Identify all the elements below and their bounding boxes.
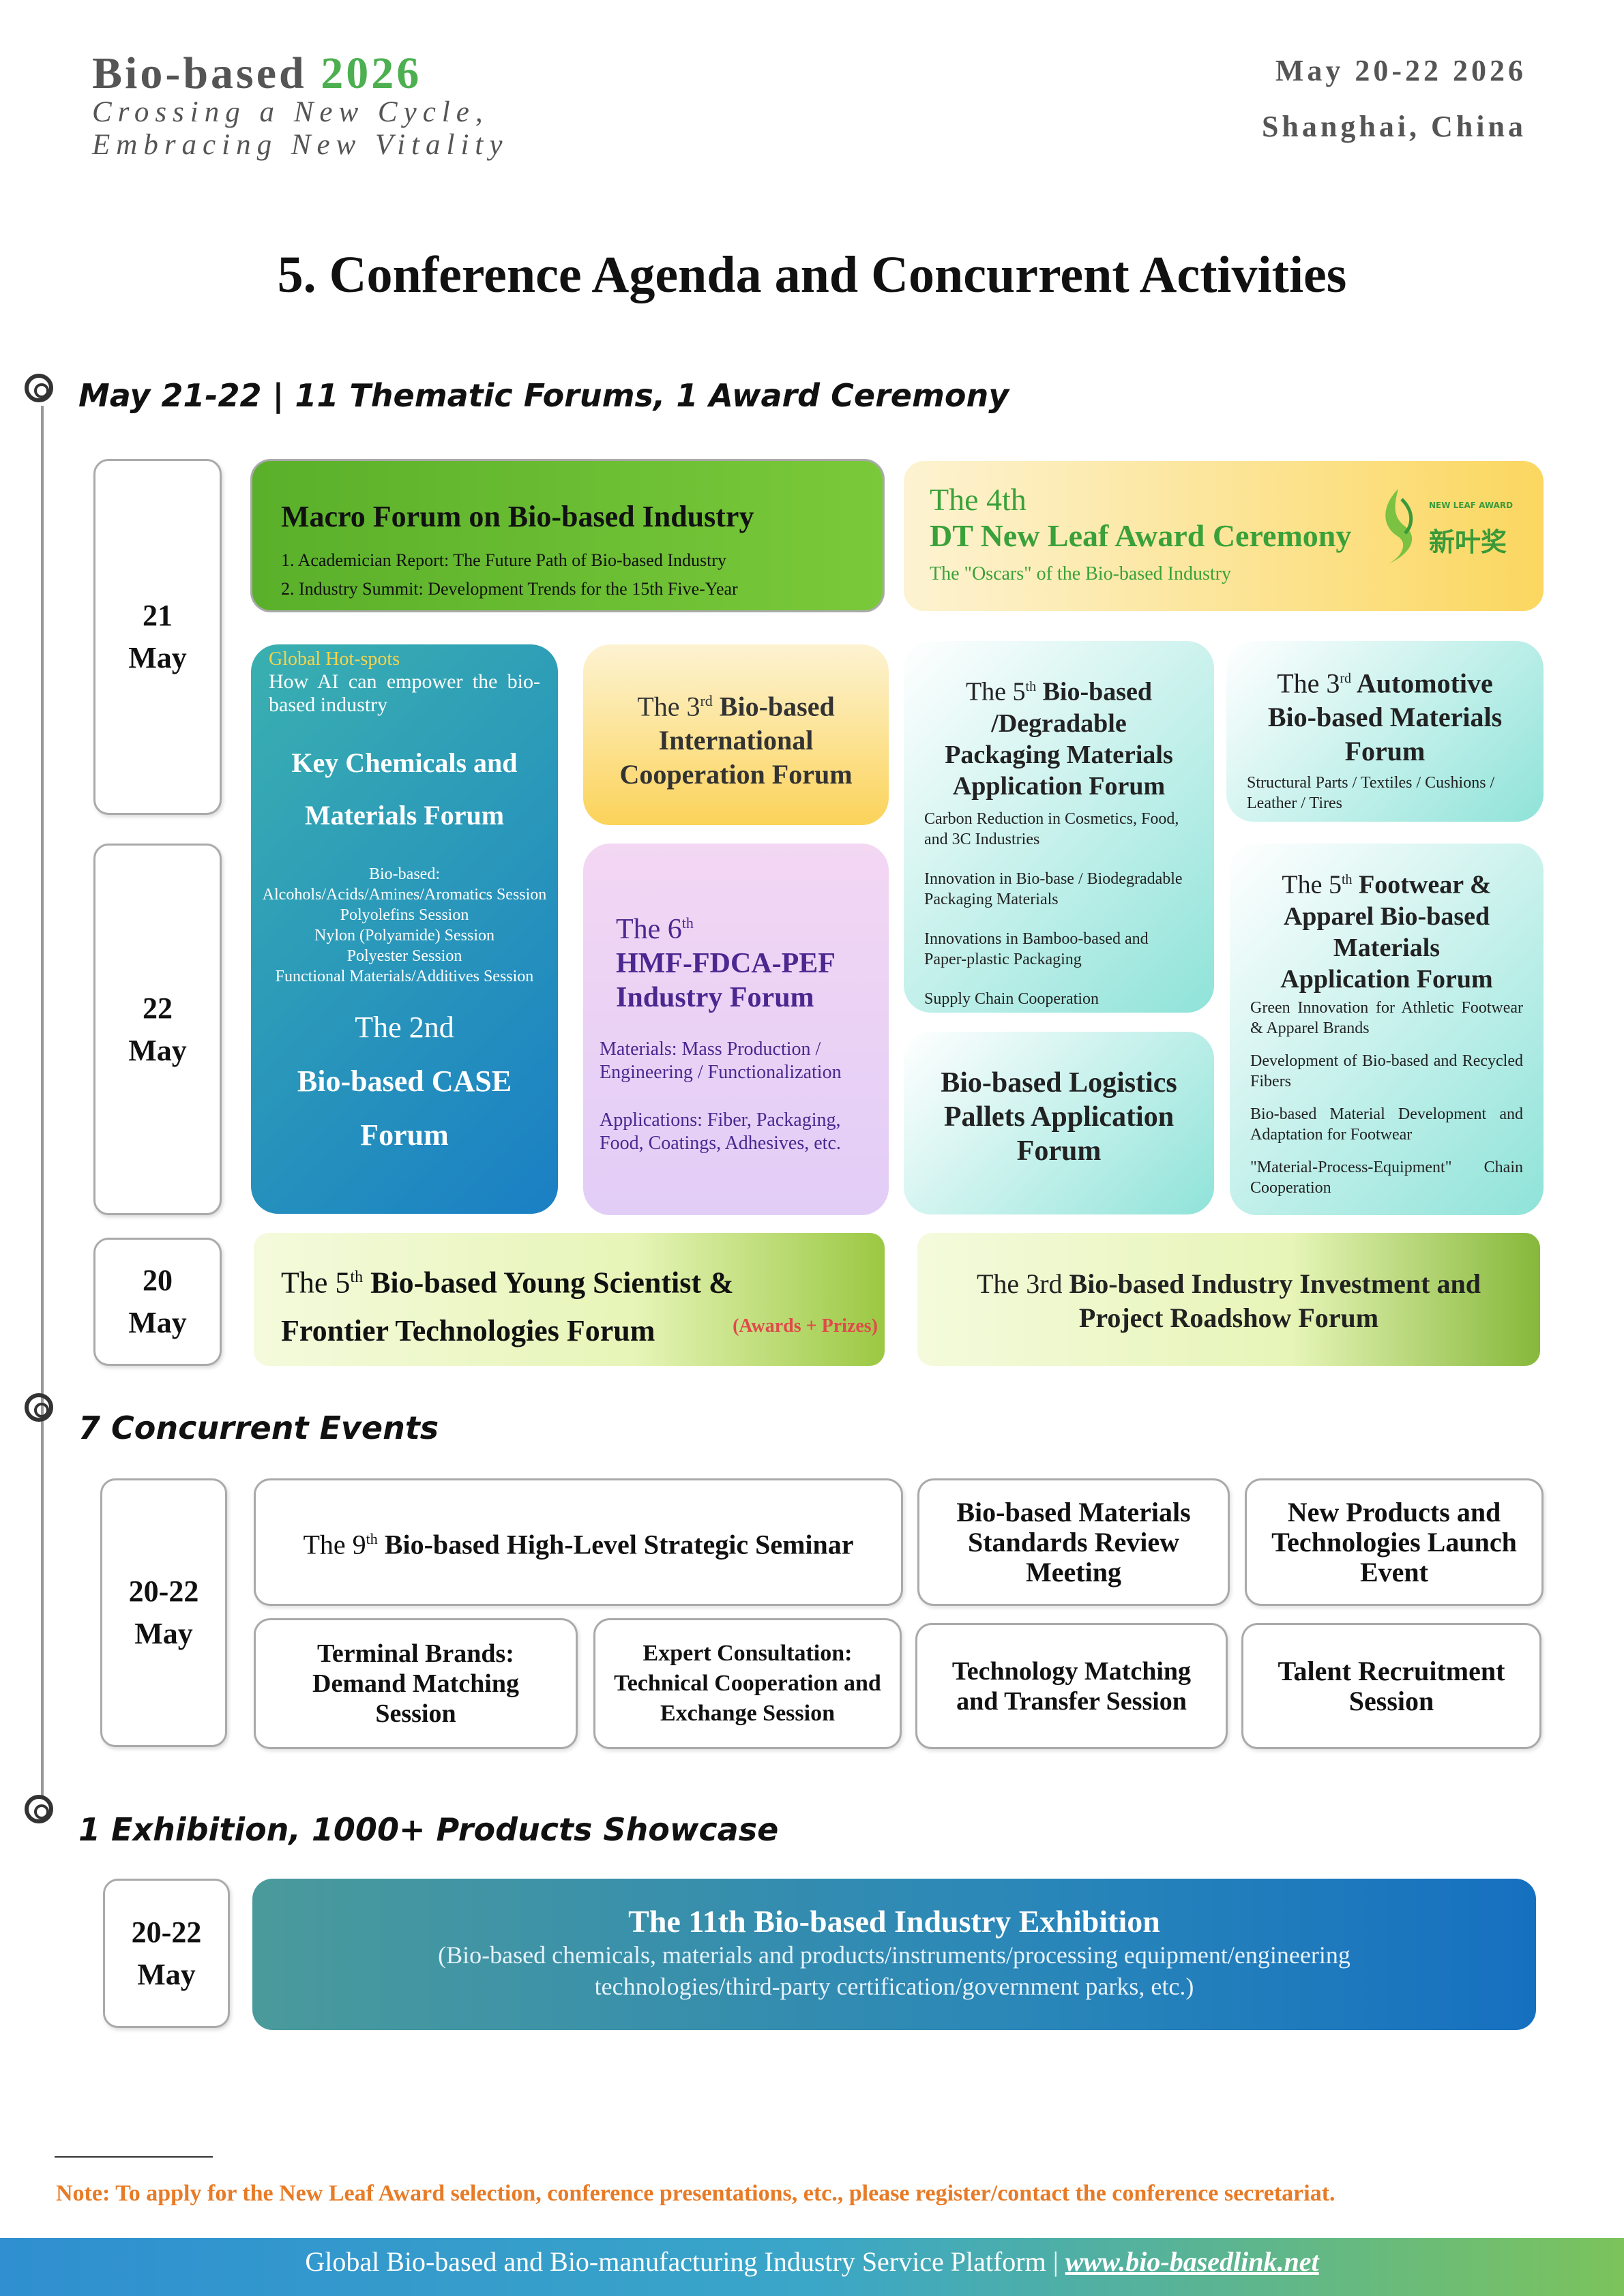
macro-forum[interactable]: Macro Forum on Bio-based Industry 1. Aca… <box>250 459 885 612</box>
timeline-marker-icon <box>25 1795 53 1823</box>
brand-title: Bio-based 2026 <box>92 48 422 98</box>
timeline-marker-icon <box>25 374 53 402</box>
industry-exhibition[interactable]: The 11th Bio-based Industry Exhibition (… <box>252 1879 1536 2030</box>
new-leaf-award-ceremony[interactable]: The 4th DT New Leaf Award Ceremony The "… <box>904 461 1544 611</box>
strategic-seminar[interactable]: The 9th Bio-based High-Level Strategic S… <box>254 1478 903 1606</box>
footer-link[interactable]: www.bio-basedlink.net <box>1065 2246 1319 2277</box>
key-chemicals-forum[interactable]: Global Hot-spots How AI can empower the … <box>251 644 558 1214</box>
hmf-fdca-pef-forum[interactable]: The 6th HMF-FDCA-PEF Industry Forum Mate… <box>583 844 889 1215</box>
product-launch-event[interactable]: New Products and Technologies Launch Eve… <box>1245 1478 1544 1606</box>
expert-consultation-session[interactable]: Expert Consultation: Technical Cooperati… <box>593 1618 902 1749</box>
tagline-1: Crossing a New Cycle, <box>92 96 489 128</box>
brand-year: 2026 <box>321 48 422 98</box>
footer-bar: Global Bio-based and Bio-manufacturing I… <box>0 2238 1624 2296</box>
timeline-line <box>41 406 44 1797</box>
awards-prizes-label: (Awards + Prizes) <box>733 1315 878 1337</box>
event-date: May 20-22 2026 <box>1275 54 1526 87</box>
divider <box>55 2156 213 2158</box>
timeline-marker-icon <box>25 1393 53 1422</box>
section-forums: May 21-22 | 11 Thematic Forums, 1 Award … <box>78 377 1009 414</box>
talent-recruitment-session[interactable]: Talent Recruitment Session <box>1241 1623 1541 1749</box>
section-concurrent: 7 Concurrent Events <box>78 1410 439 1446</box>
page-title: 5. Conference Agenda and Concurrent Acti… <box>277 246 1347 303</box>
investment-roadshow-forum[interactable]: The 3rd Bio-based Industry Investment an… <box>917 1233 1540 1366</box>
event-location: Shanghai, China <box>1261 110 1526 143</box>
automotive-materials-forum[interactable]: The 3rd Automotive Bio-based Materials F… <box>1226 641 1544 822</box>
terminal-brands-session[interactable]: Terminal Brands: Demand Matching Session <box>254 1618 578 1749</box>
registration-note: Note: To apply for the New Leaf Award se… <box>56 2181 1335 2206</box>
new-leaf-award-logo: NEW LEAF AWARD 新叶奖 <box>1374 486 1531 567</box>
technology-matching-session[interactable]: Technology Matching and Transfer Session <box>915 1623 1228 1749</box>
standards-review-meeting[interactable]: Bio-based Materials Standards Review Mee… <box>917 1478 1230 1606</box>
packaging-materials-forum[interactable]: The 5th Bio-based /Degradable Packaging … <box>904 641 1214 1013</box>
intl-cooperation-forum[interactable]: The 3rd Bio-based International Cooperat… <box>583 644 889 825</box>
section-exhibition: 1 Exhibition, 1000+ Products Showcase <box>78 1811 779 1848</box>
footwear-apparel-forum[interactable]: The 5th Footwear & Apparel Bio-based Mat… <box>1230 844 1544 1215</box>
tagline-2: Embracing New Vitality <box>92 129 509 161</box>
young-scientist-forum[interactable]: The 5th Bio-based Young Scientist & Fron… <box>254 1233 885 1366</box>
